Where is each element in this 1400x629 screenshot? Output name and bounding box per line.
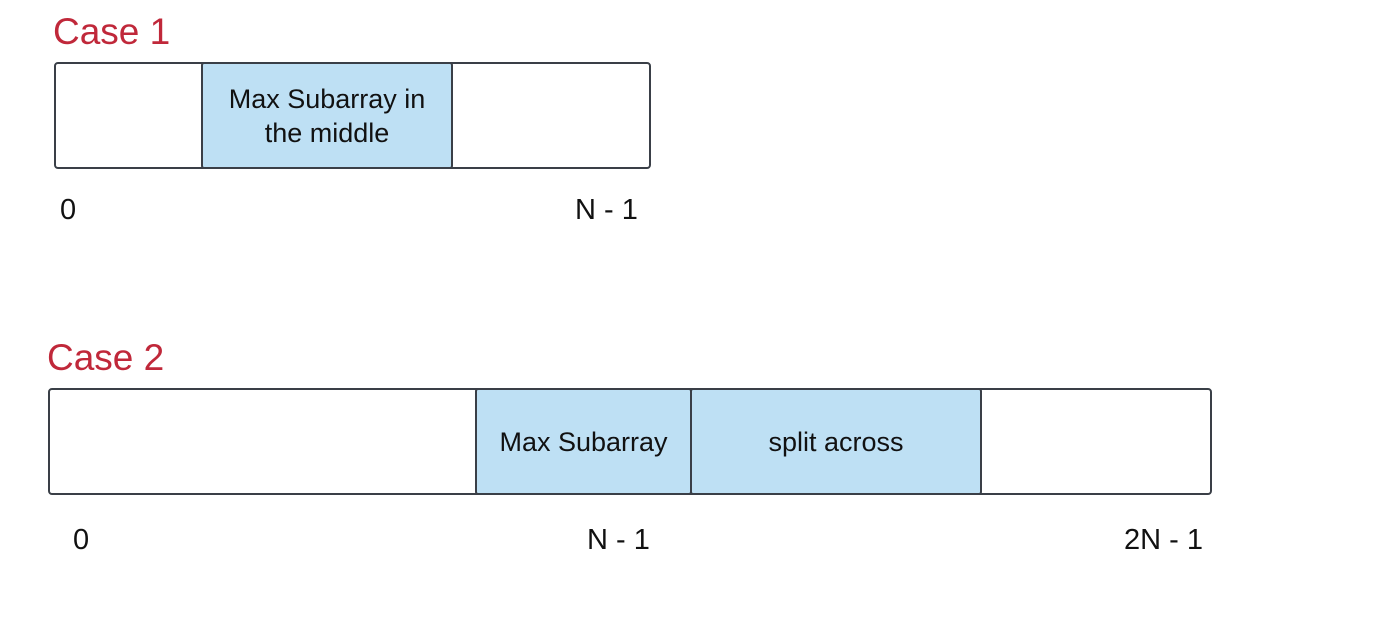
case-1-start-index-label: 0: [60, 194, 77, 226]
case-2-max-subarray-left-segment: Max Subarray: [475, 388, 692, 495]
case-2-title: Case 2: [47, 337, 165, 378]
case-2-mid-index-label: N - 1: [587, 524, 650, 556]
case-1-title: Case 1: [53, 11, 171, 52]
case-2-max-subarray-right-label: split across: [768, 426, 904, 457]
case-1-max-subarray-label: Max Subarray in the middle: [228, 83, 426, 148]
case-2-start-index-label: 0: [73, 524, 90, 556]
case-2-max-subarray-right-segment: split across: [690, 388, 982, 495]
case-1-max-subarray-segment: Max Subarray in the middle: [201, 62, 453, 169]
case-2-max-subarray-left-label: Max Subarray: [499, 426, 668, 457]
case-2-end-index-label: 2N - 1: [1124, 524, 1203, 556]
case-1-end-index-label: N - 1: [575, 194, 638, 226]
